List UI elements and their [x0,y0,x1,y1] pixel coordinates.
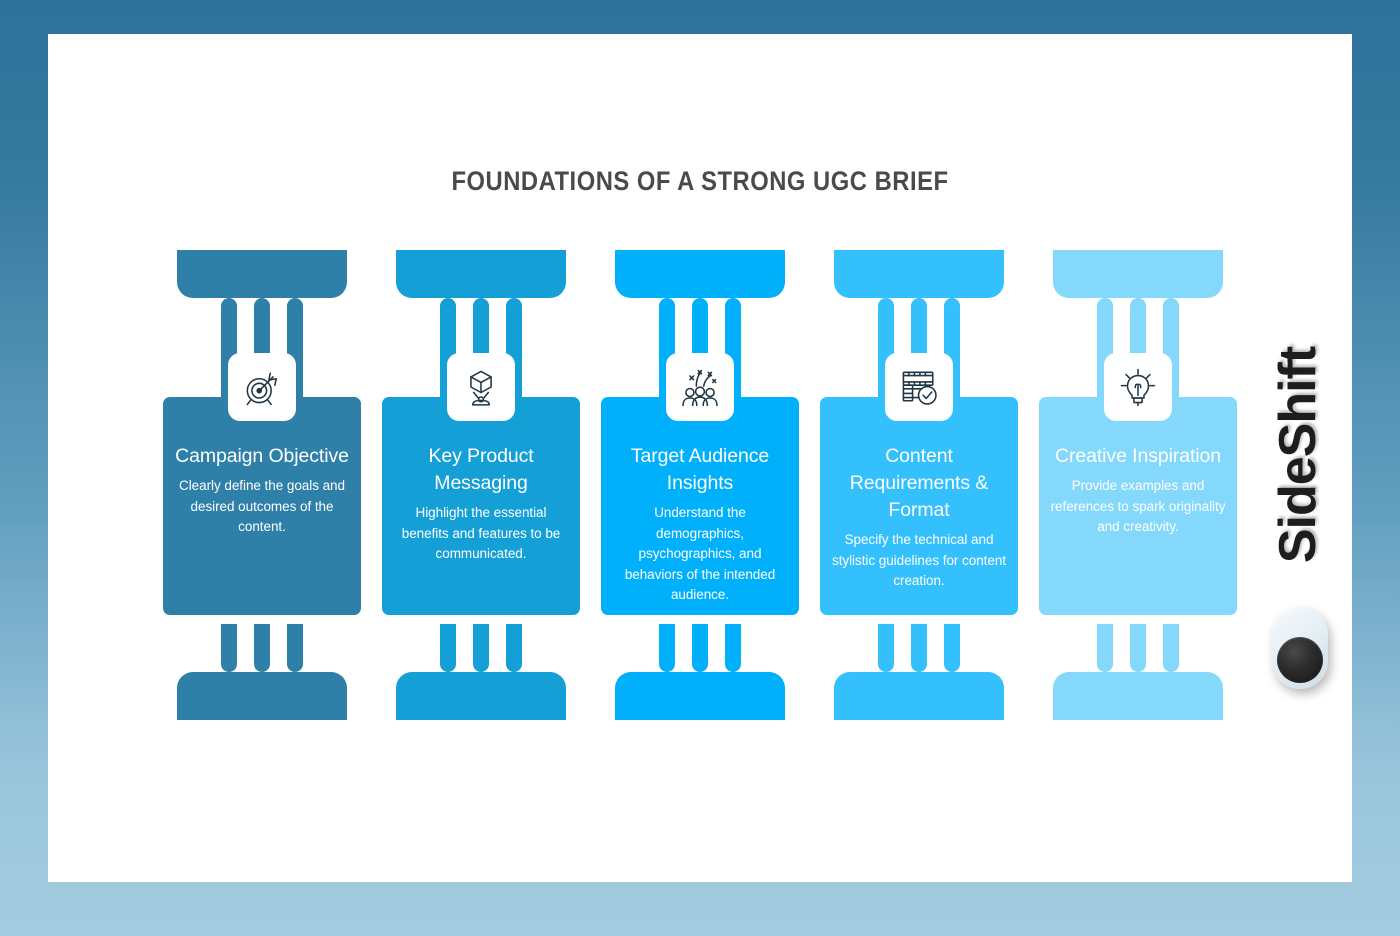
filmstrip-check-icon [885,353,953,421]
target-arrow-icon [228,353,296,421]
pillar [659,624,675,672]
pillar [473,624,489,672]
column-content-requirements-format[interactable]: Content Requirements & Format Specify th… [820,250,1018,720]
column-top-cap [834,250,1004,298]
pillar [944,624,960,672]
column-description: Clearly define the goals and desired out… [179,478,345,534]
brand-logo: SideShift [1238,300,1358,610]
pillar [1097,624,1113,672]
column-bottom-pillars [1039,562,1237,672]
column-title: Content Requirements & Format [849,445,989,521]
column-key-product-messaging[interactable]: Key Product Messaging Highlight the esse… [382,250,580,720]
lightbulb-idea-icon [1104,353,1172,421]
column-card[interactable]: Content Requirements & Format Specify th… [820,397,1018,615]
column-bottom-cap [615,672,785,720]
column-top-cap [177,250,347,298]
pillar [1163,624,1179,672]
3d-box-projector-icon [447,353,515,421]
column-bottom-cap [1053,672,1223,720]
brand-logo-text: SideShift [1269,346,1327,564]
column-creative-inspiration[interactable]: Creative Inspiration Provide examples an… [1039,250,1237,720]
audience-group-icon [666,353,734,421]
pillar [911,624,927,672]
column-top-cap [396,250,566,298]
column-title: Target Audience Insights [630,445,770,494]
column-card[interactable]: Target Audience Insights Understand the … [601,397,799,615]
column-description: Highlight the essential benefits and fea… [401,505,561,561]
column-description: Specify the technical and stylistic guid… [832,532,1006,588]
column-description: Provide examples and references to spark… [1050,478,1226,534]
page-title: FOUNDATIONS OF A STRONG UGC BRIEF [451,166,949,196]
column-campaign-objective[interactable]: Campaign Objective Clearly define the go… [163,250,361,720]
column-bottom-cap [177,672,347,720]
column-title: Key Product Messaging [428,445,534,494]
pillar [1130,624,1146,672]
column-title: Creative Inspiration [1055,445,1221,467]
pillar [287,624,303,672]
slide-canvas: FOUNDATIONS OF A STRONG UGC BRIEF Campai… [48,34,1352,882]
column-bottom-cap [834,672,1004,720]
pillar [692,624,708,672]
column-bottom-pillars [820,562,1018,672]
column-card[interactable]: Creative Inspiration Provide examples an… [1039,397,1237,615]
column-title: Campaign Objective [175,445,349,467]
infographic-columns: Campaign Objective Clearly define the go… [48,250,1352,720]
presenter-device[interactable] [1272,607,1328,689]
pillar [440,624,456,672]
pillar [254,624,270,672]
column-target-audience-insights[interactable]: Target Audience Insights Understand the … [601,250,799,720]
pillar [221,624,237,672]
column-bottom-pillars [601,562,799,672]
column-top-cap [1053,250,1223,298]
column-bottom-cap [396,672,566,720]
column-bottom-pillars [382,562,580,672]
column-bottom-pillars [163,562,361,672]
column-top-cap [615,250,785,298]
column-card[interactable]: Campaign Objective Clearly define the go… [163,397,361,615]
pillar [878,624,894,672]
pillar [725,624,741,672]
presenter-button[interactable] [1277,637,1323,683]
pillar [506,624,522,672]
column-description: Understand the demographics, psychograph… [624,505,776,602]
column-card[interactable]: Key Product Messaging Highlight the esse… [382,397,580,615]
